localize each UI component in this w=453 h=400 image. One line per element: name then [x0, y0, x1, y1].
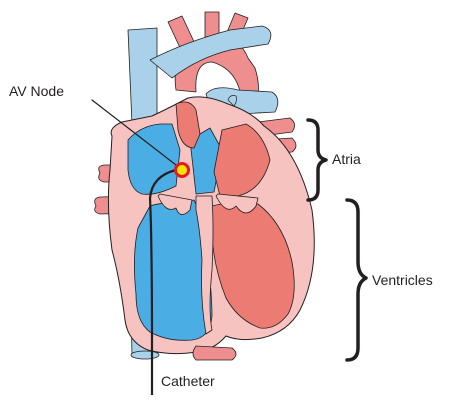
ventricles-label: Ventricles	[372, 272, 433, 288]
av-node-marker	[176, 164, 189, 177]
ventricles-brace	[347, 200, 366, 360]
inferior-vena-cava-opening	[131, 351, 159, 359]
atria-label: Atria	[332, 151, 361, 167]
catheter-label: Catheter	[161, 373, 215, 389]
atria-brace	[308, 120, 326, 200]
av-node-label: AV Node	[9, 83, 64, 99]
superior-vena-cava	[128, 28, 157, 124]
descending-aorta	[193, 346, 236, 360]
